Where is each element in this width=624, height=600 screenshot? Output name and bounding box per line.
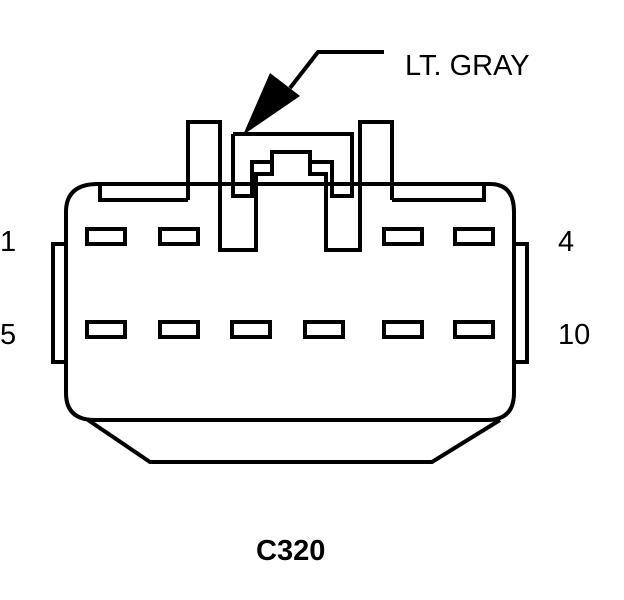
- cavity-2: [158, 227, 200, 246]
- top-shoulder-right: [392, 184, 486, 202]
- pin-label-1: 1: [0, 226, 17, 258]
- latch-frame: [233, 132, 354, 198]
- leader-line: [288, 50, 384, 90]
- left-lock-post: [186, 120, 394, 252]
- cavity-4: [453, 227, 495, 246]
- pin-label-5: 5: [0, 319, 17, 351]
- cavity-10: [453, 320, 495, 339]
- leader-arrowhead: [243, 73, 300, 135]
- right-rib: [514, 242, 529, 364]
- cavity-9: [382, 320, 424, 339]
- cavity-5: [85, 320, 127, 339]
- cavity-1: [85, 227, 127, 246]
- top-shoulder-left: [98, 184, 188, 202]
- connector-id: C320: [256, 535, 326, 567]
- terminal-cavities: [85, 227, 495, 339]
- left-rib: [51, 242, 66, 364]
- cavity-6: [158, 320, 200, 339]
- connector-body: [64, 182, 516, 422]
- cavity-8: [303, 320, 345, 339]
- connector-skirt: [86, 418, 502, 464]
- pin-label-10: 10: [558, 319, 591, 351]
- cavity-7: [230, 320, 272, 339]
- color-label: LT. GRAY: [405, 50, 530, 82]
- pin-label-4: 4: [558, 226, 575, 258]
- latch-frame-left: [231, 134, 272, 198]
- cavity-3: [382, 227, 424, 246]
